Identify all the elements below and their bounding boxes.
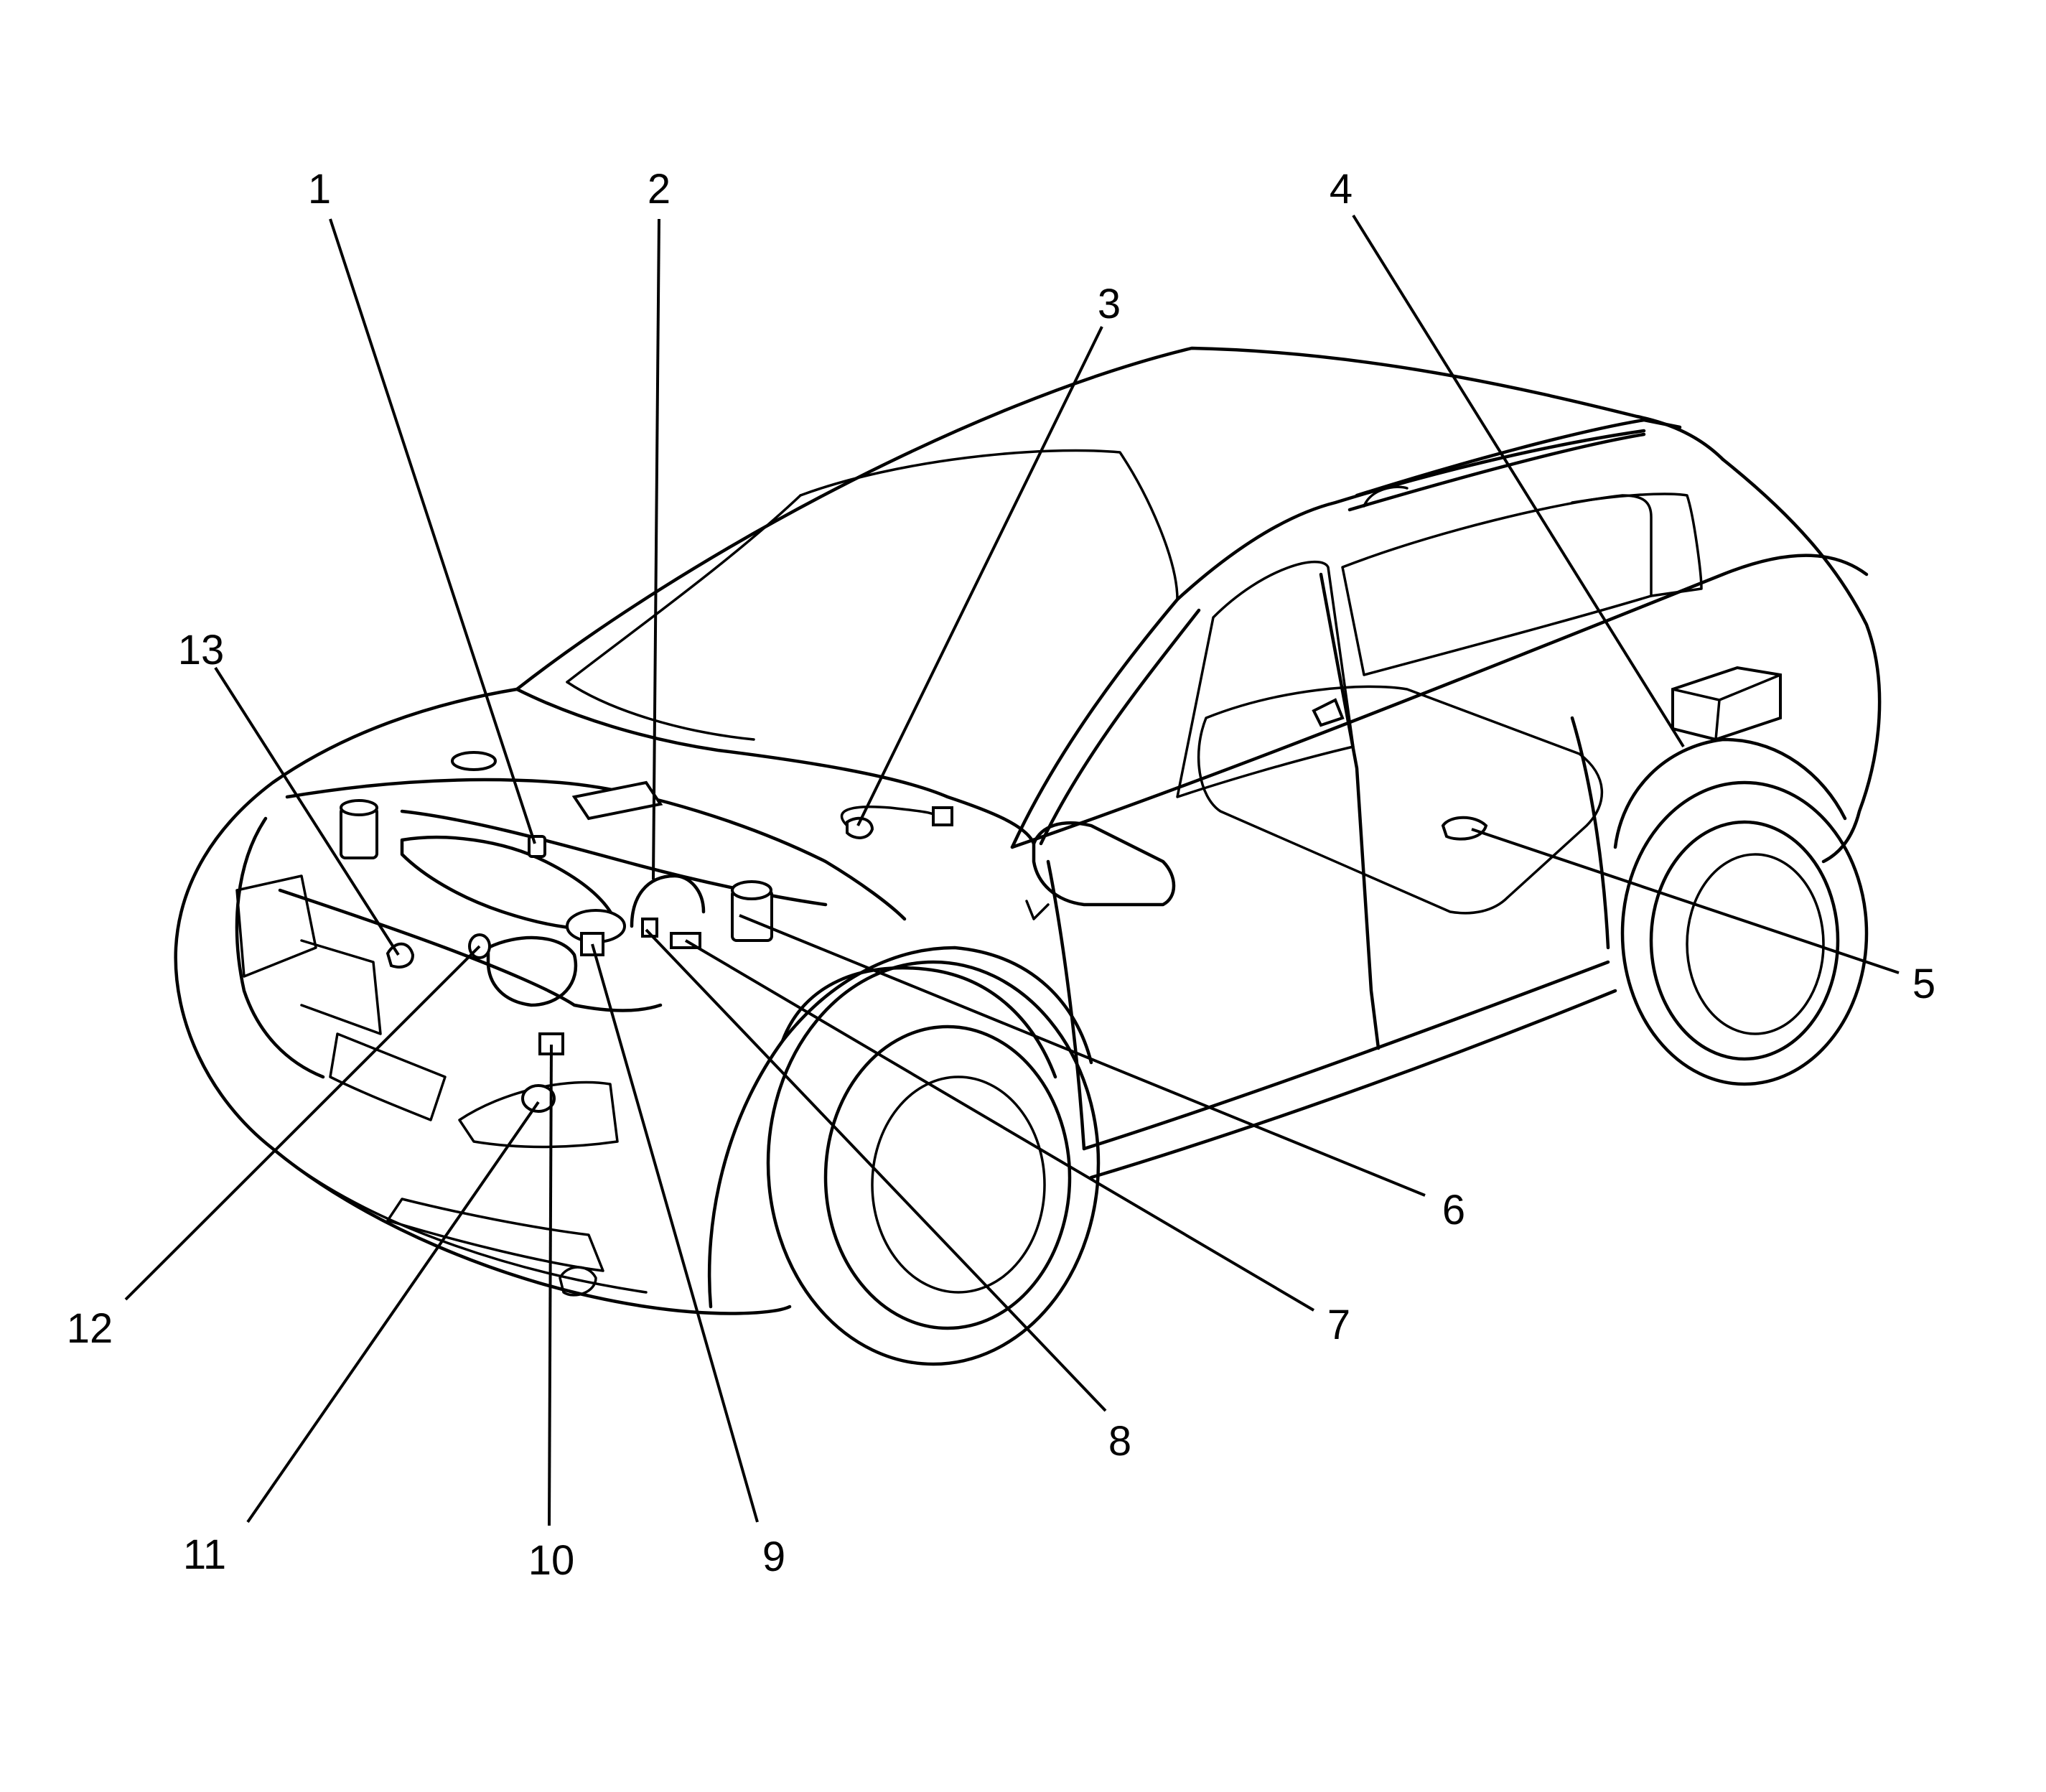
callout-1: 1 bbox=[308, 166, 331, 213]
callout-12: 12 bbox=[67, 1305, 113, 1352]
sensor-3 bbox=[846, 816, 874, 839]
quarter-window bbox=[1571, 493, 1703, 597]
callout-11: 11 bbox=[183, 1531, 226, 1578]
leader-5 bbox=[1471, 828, 1900, 974]
rear-door-edge bbox=[1570, 716, 1610, 950]
mirror-stalk bbox=[1025, 900, 1050, 920]
fascia-inner bbox=[235, 816, 325, 1079]
leader-lines bbox=[124, 214, 1900, 1526]
floor-sensor-5 bbox=[1441, 816, 1488, 841]
lower-intake bbox=[386, 1198, 604, 1272]
air-cleaner bbox=[486, 935, 578, 1007]
front-wheel bbox=[766, 960, 1101, 1366]
callout-6: 6 bbox=[1442, 1187, 1465, 1233]
callout-8: 8 bbox=[1108, 1418, 1131, 1465]
front-wheel-arch bbox=[707, 946, 1093, 1309]
radiator-support bbox=[278, 888, 663, 1012]
wiring-harness bbox=[630, 874, 706, 928]
windshield-top bbox=[799, 449, 1179, 601]
coolant-reservoir bbox=[340, 799, 378, 859]
fog-lamp bbox=[559, 1266, 597, 1297]
washer-cap bbox=[451, 751, 497, 771]
fuel-tank-panel bbox=[1197, 685, 1603, 915]
grille-lower bbox=[329, 1032, 447, 1121]
door-latch bbox=[1312, 698, 1345, 727]
center-scoop bbox=[458, 1081, 619, 1149]
callout-13: 13 bbox=[178, 627, 225, 673]
belt-line bbox=[1010, 554, 1869, 849]
front-fascia bbox=[174, 687, 792, 1315]
sensor-3-plug bbox=[932, 806, 953, 826]
a-pillar bbox=[1175, 429, 1646, 602]
battery-box bbox=[571, 780, 663, 821]
callout-labels: 1 2 3 4 5 6 7 8 9 10 11 12 13 bbox=[67, 166, 1935, 1584]
leader-8 bbox=[645, 928, 1107, 1412]
rocker-panel bbox=[1082, 960, 1617, 1180]
rear-module-box bbox=[1671, 666, 1782, 742]
hood-latch-sensor bbox=[521, 1084, 556, 1113]
callout-4: 4 bbox=[1330, 166, 1353, 213]
a-pillar-inner bbox=[1039, 608, 1201, 846]
brake-reservoir bbox=[731, 880, 773, 942]
grille-upper bbox=[235, 874, 382, 1035]
rear-side-window bbox=[1341, 494, 1653, 676]
leader-11 bbox=[246, 1101, 540, 1523]
sensor-3-wire bbox=[840, 805, 942, 827]
b-pillar bbox=[1319, 572, 1381, 1050]
roof-outline bbox=[515, 346, 1725, 691]
rear-body-outline bbox=[1721, 457, 1882, 864]
callout-7: 7 bbox=[1327, 1302, 1350, 1348]
leader-12 bbox=[124, 945, 481, 1301]
front-side-window bbox=[1176, 560, 1355, 798]
callout-10: 10 bbox=[528, 1537, 575, 1584]
leader-1 bbox=[329, 218, 536, 844]
leader-10 bbox=[548, 1044, 553, 1526]
hood-crease bbox=[566, 681, 755, 741]
rear-wheel bbox=[1613, 737, 1869, 1086]
side-mirror bbox=[1032, 821, 1176, 907]
callout-5: 5 bbox=[1912, 961, 1935, 1007]
leader-9 bbox=[591, 943, 759, 1523]
leader-3 bbox=[856, 326, 1103, 826]
callout-3: 3 bbox=[1098, 281, 1121, 327]
leader-2 bbox=[652, 218, 660, 880]
callout-2: 2 bbox=[648, 166, 671, 213]
hood-outline bbox=[515, 687, 1036, 846]
a-pillar-lower bbox=[1010, 597, 1180, 849]
callout-9: 9 bbox=[762, 1534, 785, 1580]
leader-7 bbox=[684, 939, 1315, 1312]
windshield-left bbox=[566, 494, 802, 683]
leader-4 bbox=[1352, 214, 1685, 748]
sensor-13 bbox=[386, 942, 415, 969]
connector-8 bbox=[641, 918, 658, 938]
vehicle-illustration bbox=[174, 346, 1882, 1366]
leader-6 bbox=[739, 914, 1426, 1197]
bumper-lower-edge bbox=[271, 1147, 648, 1294]
sensor-1 bbox=[528, 835, 546, 858]
leader-13 bbox=[214, 666, 400, 956]
